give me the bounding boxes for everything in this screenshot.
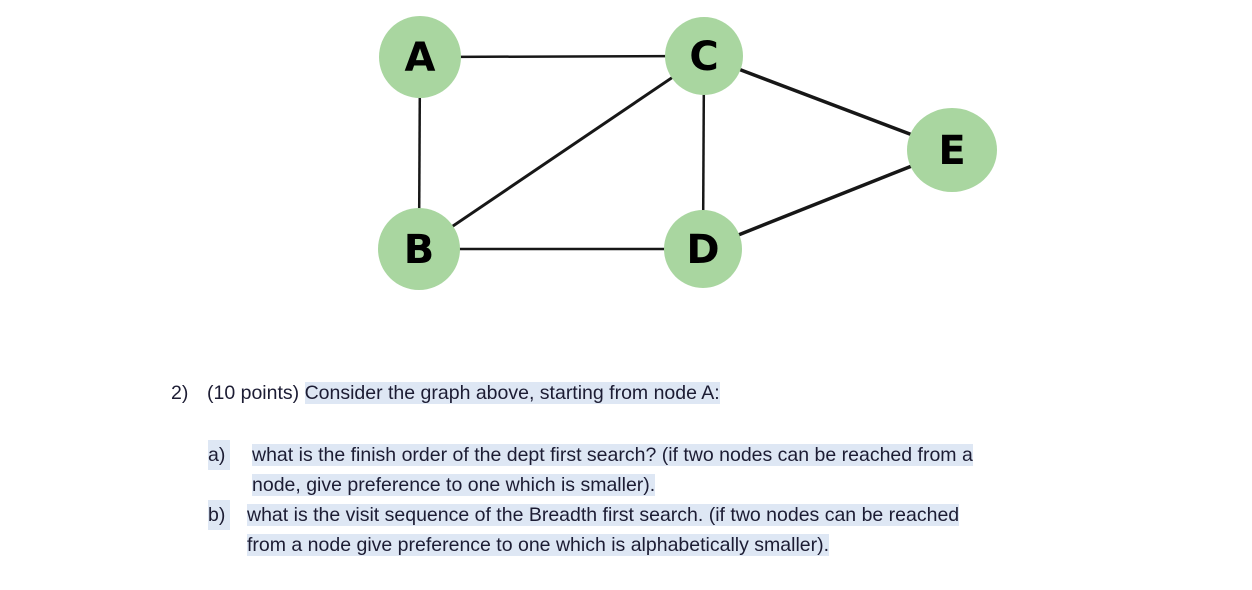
sub-item-b-line2: from a node give preference to one which… [247, 534, 830, 556]
sub-item-marker-b: b) [208, 500, 230, 530]
node-label-e: E [938, 128, 965, 174]
list-item: a) what is the finish order of the dept … [208, 440, 973, 500]
graph-node-a: A [379, 16, 461, 98]
graph-edge-a-b [417, 94, 422, 212]
node-label-a: A [405, 35, 436, 81]
graph-edge-b-c [449, 74, 676, 229]
graph-nodes: A C E B D [378, 16, 997, 290]
node-circle-c [665, 17, 743, 95]
question-prompt: Consider the graph above, starting from … [304, 382, 720, 404]
graph-node-e: E [907, 108, 997, 192]
node-circle-e [907, 108, 997, 192]
node-label-c: C [689, 34, 718, 80]
question-main-line: 2) (10 points) Consider the graph above, … [171, 378, 720, 408]
graph-edge-c-d [701, 91, 706, 214]
sub-item-text-a: what is the finish order of the dept fir… [252, 440, 973, 500]
node-circle-a [379, 16, 461, 98]
graph-edge-c-e [737, 67, 914, 137]
sub-item-b-line1: what is the visit sequence of the Breadt… [247, 504, 960, 526]
graph-node-c: C [665, 17, 743, 95]
sub-item-text-b: what is the visit sequence of the Breadt… [247, 500, 960, 560]
node-label-b: B [404, 227, 435, 273]
graph-canvas: A C E B D [378, 16, 997, 290]
graph-edge-d-e [735, 163, 915, 238]
node-label-d: D [686, 227, 719, 273]
graph-edge-a-c [457, 54, 669, 59]
graph-edges [417, 54, 915, 251]
sub-item-marker-a: a) [208, 440, 230, 470]
list-item: b) what is the visit sequence of the Bre… [208, 500, 973, 560]
node-circle-d [664, 210, 742, 288]
graph-node-d: D [664, 210, 742, 288]
sub-item-a-line1: what is the finish order of the dept fir… [252, 444, 973, 466]
question-number: 2) [171, 382, 189, 404]
graph-figure: A C E B D [378, 16, 997, 290]
question-sub-list: a) what is the finish order of the dept … [208, 440, 973, 560]
question-points: (10 points) [207, 382, 300, 404]
sub-item-a-line2: node, give preference to one which is sm… [252, 474, 656, 496]
graph-node-b: B [378, 208, 460, 290]
node-circle-b [378, 208, 460, 290]
